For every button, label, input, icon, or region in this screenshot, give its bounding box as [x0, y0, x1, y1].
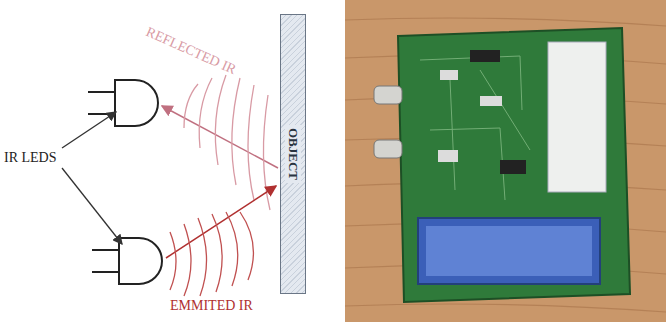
emitted-label: EMMITED IR: [170, 298, 253, 314]
object-bar: OBJECT: [280, 14, 306, 294]
ir-led-symbol: [88, 80, 158, 126]
reflected-label: REFLECTED IR: [143, 24, 238, 78]
ir-led-symbol: [92, 238, 162, 284]
emitted-waves: [170, 212, 253, 296]
leader-line: [62, 168, 122, 244]
object-label: OBJECT: [285, 125, 301, 183]
reflected-ray: [162, 106, 278, 168]
led-label: IR LEDS: [4, 150, 57, 166]
pcb-photo: [345, 0, 666, 322]
leader-line: [62, 112, 116, 148]
reflected-waves: [184, 75, 270, 210]
